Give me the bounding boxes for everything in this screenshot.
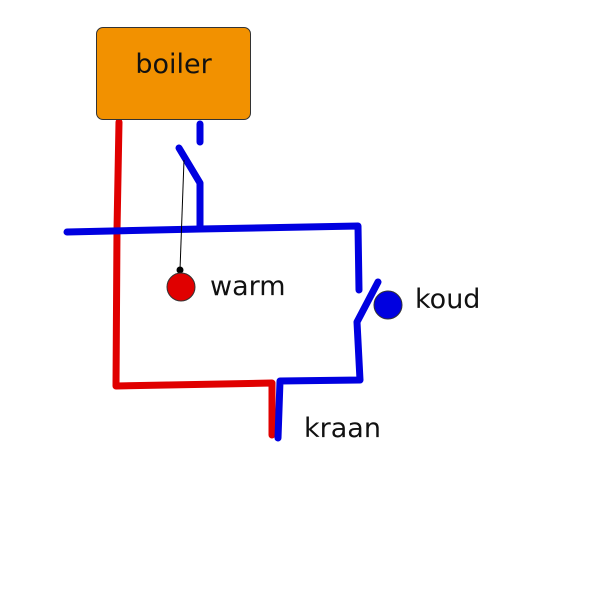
warm-label: warm [210, 271, 286, 302]
warm-valve-switch [175, 144, 204, 232]
hot-pipe [112, 118, 276, 439]
warm-indicator [166, 272, 196, 302]
valve-link [179, 159, 185, 271]
cold-valve-switch [274, 278, 382, 442]
koud-indicator [373, 290, 403, 320]
boiler-box: boiler [96, 27, 251, 120]
boiler-label: boiler [135, 49, 212, 80]
koud-label: koud [415, 284, 481, 315]
cold-pipe-main [63, 222, 363, 294]
valve-link-dot [176, 266, 184, 274]
kraan-label: kraan [304, 413, 381, 444]
